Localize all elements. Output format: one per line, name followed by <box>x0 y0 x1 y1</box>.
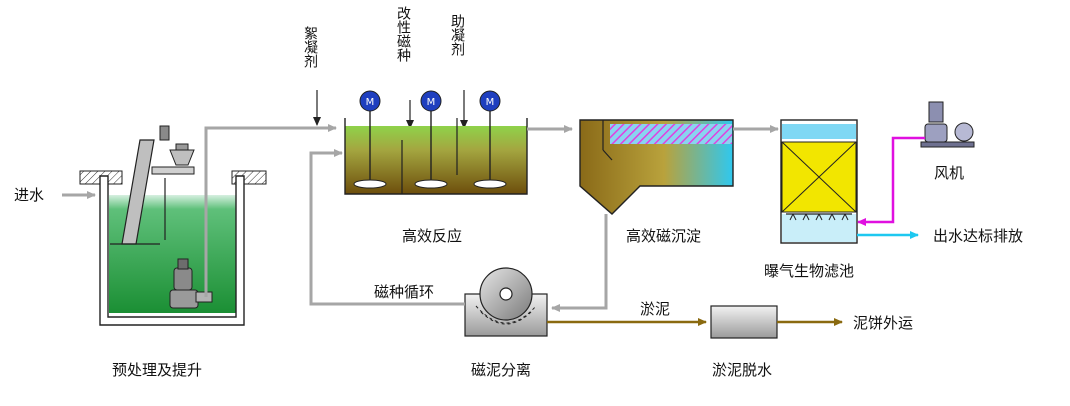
pretreatment-label: 预处理及提升 <box>112 361 202 379</box>
blower-motor <box>928 101 944 123</box>
motor-symbol: M <box>486 97 495 108</box>
sludge-cake-label: 泥饼外运 <box>853 314 913 332</box>
reaction-label: 高效反应 <box>402 227 462 245</box>
sludge-dewatering: 淤泥脱水 <box>710 305 778 379</box>
submersible-pump <box>169 258 213 309</box>
blower-body <box>924 123 948 143</box>
underflow-pipe <box>551 214 608 312</box>
mixer-1: M <box>353 90 387 189</box>
magnetic-seed-label: 改性磁种 <box>395 6 411 62</box>
pretreatment-pit: 预处理及提升 <box>79 125 267 379</box>
sludge-label: 淤泥 <box>640 300 670 318</box>
recycle-pipe <box>309 149 465 306</box>
effluent-label: 出水达标排放 <box>933 227 1023 245</box>
dewatering-unit <box>710 305 778 339</box>
mixer-2: M <box>414 90 448 189</box>
mixer-3: M <box>473 90 507 189</box>
blower-fan <box>954 122 974 142</box>
inlet-label: 进水 <box>14 186 44 204</box>
biofilter: 曝气生物滤池 <box>764 119 858 280</box>
blower-base <box>920 141 975 148</box>
air-diffusers <box>789 213 849 221</box>
lift-pipe <box>204 124 337 297</box>
settling-tank: 高效磁沉淀 <box>579 119 734 245</box>
motor-icon <box>420 90 442 112</box>
recycle-label: 磁种循环 <box>374 283 434 301</box>
screen-drive <box>159 125 195 166</box>
lamella-packs <box>610 124 732 144</box>
screen-platform <box>151 166 195 175</box>
motor-icon <box>479 90 501 112</box>
motor-symbol: M <box>427 97 436 108</box>
separator-hub <box>499 287 513 301</box>
motor-symbol: M <box>366 97 375 108</box>
reaction-tank: M M M 高效反应 <box>344 90 528 245</box>
chemical-dosing: 絮凝剂 改性磁种 助凝剂 <box>302 6 468 129</box>
magnetic-separator: 磁泥分离 <box>464 267 548 379</box>
settler-inlet-deflector <box>602 149 613 161</box>
pit-walls <box>99 175 245 326</box>
flocculant-label: 絮凝剂 <box>302 25 318 68</box>
biofilter-top-water <box>782 124 856 139</box>
biofilter-label: 曝气生物滤池 <box>764 262 854 280</box>
separator-slurry-arc <box>475 305 537 324</box>
blower: 风机 <box>920 101 975 182</box>
separator-label: 磁泥分离 <box>471 361 531 379</box>
settling-label: 高效磁沉淀 <box>626 227 701 245</box>
dewatering-label: 淤泥脱水 <box>712 361 772 379</box>
air-line <box>857 136 925 226</box>
blower-label: 风机 <box>934 164 964 182</box>
inlet: 进水 <box>14 186 96 204</box>
reaction-tank-walls <box>344 118 528 195</box>
biofilter-bottom-water <box>782 214 856 242</box>
coagulant-aid-label: 助凝剂 <box>449 14 465 56</box>
motor-icon <box>359 90 381 112</box>
